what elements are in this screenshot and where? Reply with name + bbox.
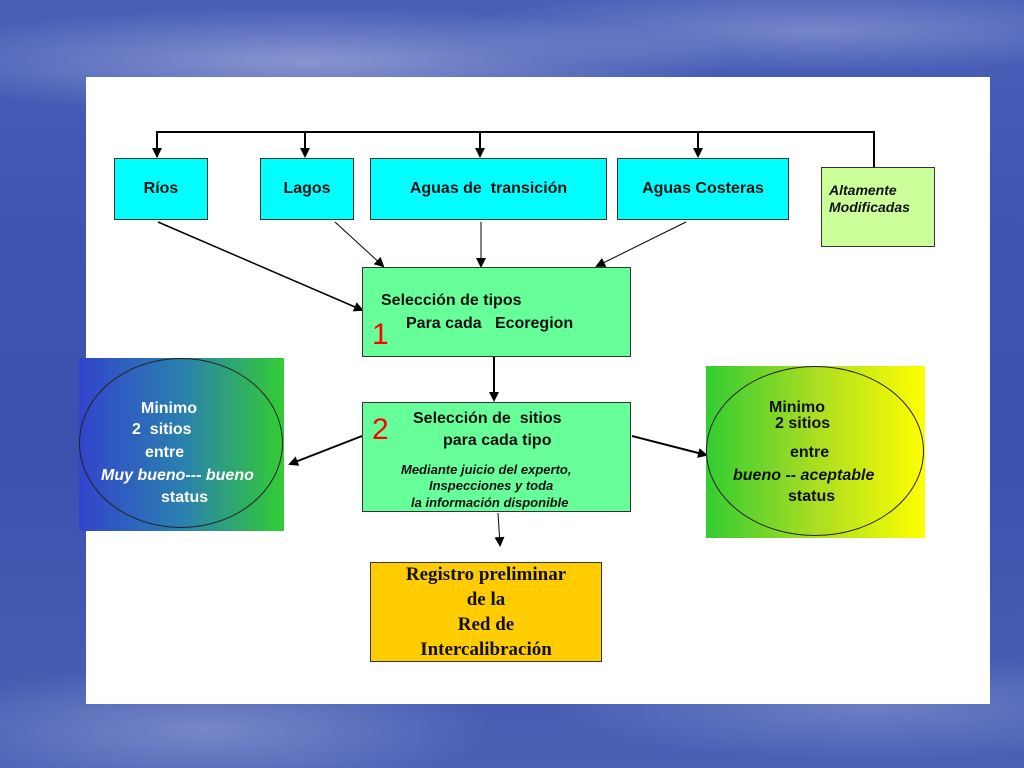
step2-note1: Mediante juicio del experto, <box>401 462 572 477</box>
result-line3: Red de <box>457 614 515 635</box>
left-status-line3: entre <box>145 444 185 461</box>
category-rios-label: Ríos <box>143 180 179 197</box>
arrow-step2-right <box>631 435 708 458</box>
right-status-line1: Minimo <box>769 399 825 416</box>
right-status-line3: entre <box>790 444 830 461</box>
result-line2: de la <box>466 589 506 610</box>
category-modificadas-line1: Altamente <box>829 182 897 198</box>
left-status-line4: Muy bueno--- bueno <box>101 467 254 484</box>
left-status-line1: Minimo <box>141 400 197 417</box>
step2-number: 2 <box>372 413 389 446</box>
category-modificadas: Altamente Modificadas <box>821 167 935 247</box>
step2-note3: la información disponible <box>411 495 569 510</box>
right-status-line4: bueno -- aceptable <box>733 467 875 484</box>
category-transicion-label: Aguas de transición <box>409 180 568 197</box>
arrow-step2-left <box>288 435 363 466</box>
arrow-rios-step1 <box>157 221 364 312</box>
left-status-ellipse <box>79 358 283 528</box>
category-transicion: Aguas de transición <box>370 158 607 220</box>
arrow-lagos-step1 <box>334 221 385 268</box>
right-status-panel: Minimo 2 sitios entre bueno -- aceptable… <box>706 366 925 538</box>
right-status-line5: status <box>788 488 836 505</box>
result-line4: Intercalibración <box>420 639 552 660</box>
arrow-step2-result <box>494 512 505 547</box>
arrow-costeras-step1 <box>595 221 687 267</box>
step2-note2: Inspecciones y toda <box>429 478 554 493</box>
category-costeras: Aguas Costeras <box>617 158 789 220</box>
result-line1: Registro preliminar <box>405 564 567 585</box>
left-status-panel: Minimo 2 sitios entre Muy bueno--- bueno… <box>79 358 284 531</box>
category-rios: Ríos <box>114 158 208 220</box>
category-lagos: Lagos <box>260 158 354 220</box>
step1-box: Selección de tipos Para cada Ecoregion 1 <box>362 267 631 357</box>
right-status-line2: 2 sitios <box>775 415 831 432</box>
left-status-line2: 2 sitios <box>132 421 192 438</box>
category-costeras-label: Aguas Costeras <box>642 180 764 197</box>
step1-line1: Selección de tipos <box>381 292 522 309</box>
right-status-ellipse <box>706 366 924 536</box>
category-lagos-label: Lagos <box>283 180 331 197</box>
step2-line1: Selección de sitios <box>413 410 562 427</box>
step1-line2: Para cada Ecoregion <box>406 315 574 332</box>
step1-number: 1 <box>372 318 389 351</box>
category-modificadas-line2: Modificadas <box>829 199 910 215</box>
left-status-line5: status <box>161 489 209 506</box>
step2-line2: para cada tipo <box>443 432 552 449</box>
step2-box: 2 Selección de sitios para cada tipo Med… <box>362 402 631 512</box>
result-box: Registro preliminar de la Red de Interca… <box>370 562 602 662</box>
